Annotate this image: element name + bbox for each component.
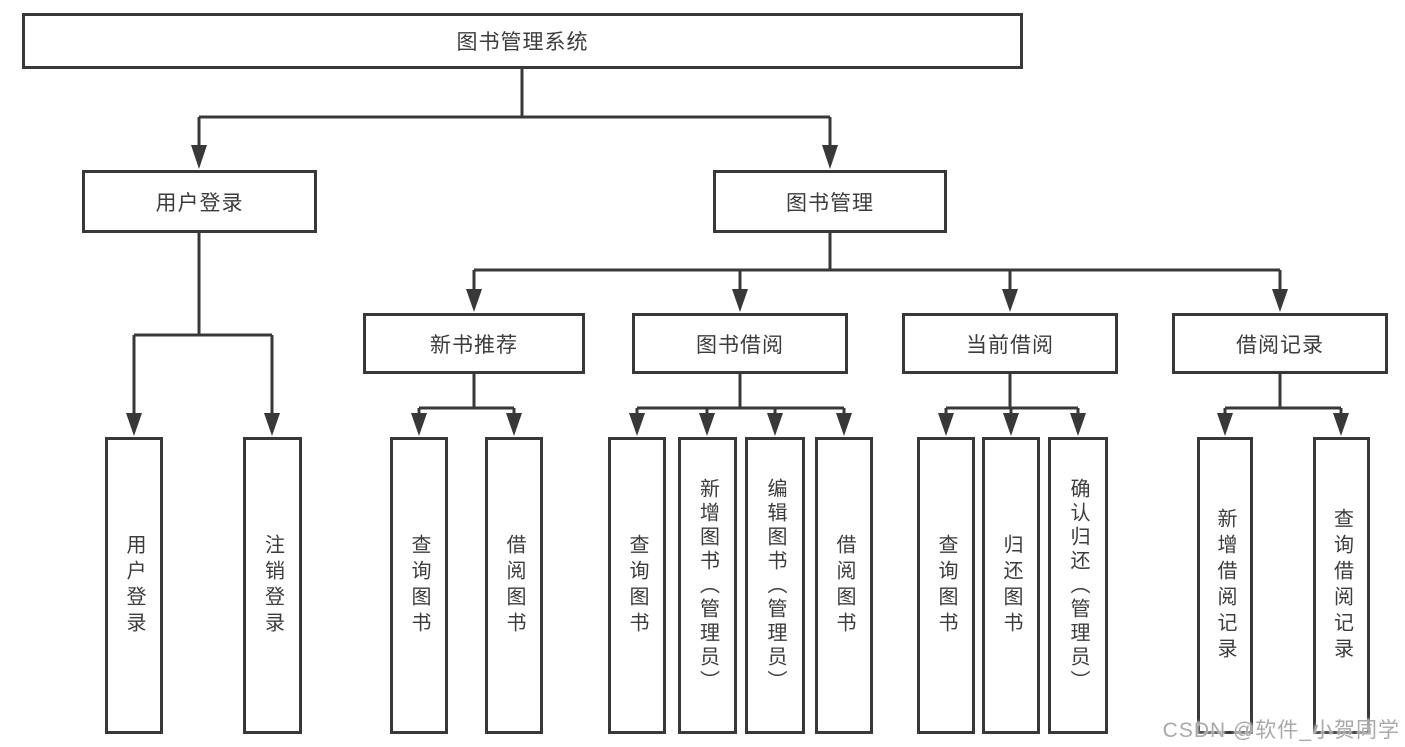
leaf-query-books-3: 查询图书	[917, 437, 975, 734]
leaf-return-books: 归还图书	[982, 437, 1040, 734]
leaf-query-books-2: 查询图书	[608, 437, 666, 734]
node-label: 用户登录	[123, 533, 145, 638]
node-book-management: 图书管理	[713, 170, 947, 233]
node-label: 查询图书	[935, 533, 957, 638]
leaf-borrow-books-2: 借阅图书	[815, 437, 873, 734]
leaf-borrow-books-1: 借阅图书	[485, 437, 543, 734]
node-label: 归还图书	[1000, 533, 1022, 638]
node-label: 新书推荐	[430, 333, 518, 357]
csdn-watermark: CSDN @软件_小贺同学	[1162, 719, 1400, 742]
node-current-borrow: 当前借阅	[902, 313, 1118, 374]
node-label: 借阅图书	[833, 533, 855, 638]
leaf-edit-books-admin: 编辑图书（管理员）	[745, 437, 805, 734]
leaf-logout: 注销登录	[243, 437, 302, 734]
node-label: 确认归还（管理员）	[1067, 477, 1089, 694]
node-label: 编辑图书（管理员）	[764, 477, 786, 694]
node-label: 借阅记录	[1236, 333, 1324, 357]
node-label: 查询图书	[626, 533, 648, 638]
leaf-add-borrow-record: 新增借阅记录	[1197, 437, 1253, 734]
node-label: 注销登录	[261, 533, 284, 638]
node-library-management-system: 图书管理系统	[22, 13, 1023, 69]
leaf-add-books-admin: 新增图书（管理员）	[678, 437, 737, 734]
node-user-login: 用户登录	[82, 170, 317, 233]
node-new-book-recommend: 新书推荐	[363, 313, 585, 374]
node-label: 查询借阅记录	[1330, 507, 1353, 664]
node-label: 图书管理系统	[456, 31, 589, 54]
node-label: 用户登录	[155, 191, 244, 215]
leaf-query-books-1: 查询图书	[390, 437, 448, 734]
leaf-confirm-return-admin: 确认归还（管理员）	[1048, 437, 1108, 734]
node-borrow-record: 借阅记录	[1172, 313, 1388, 374]
node-label: 查询图书	[408, 533, 430, 638]
node-label: 新增借阅记录	[1214, 507, 1236, 664]
node-label: 新增图书（管理员）	[696, 477, 719, 694]
node-label: 图书管理	[786, 191, 874, 215]
leaf-user-login: 用户登录	[105, 437, 163, 734]
node-label: 当前借阅	[966, 333, 1054, 357]
node-label: 图书借阅	[696, 333, 784, 357]
node-label: 借阅图书	[503, 533, 525, 638]
leaf-query-borrow-record: 查询借阅记录	[1313, 437, 1370, 734]
node-book-borrow: 图书借阅	[632, 313, 848, 374]
